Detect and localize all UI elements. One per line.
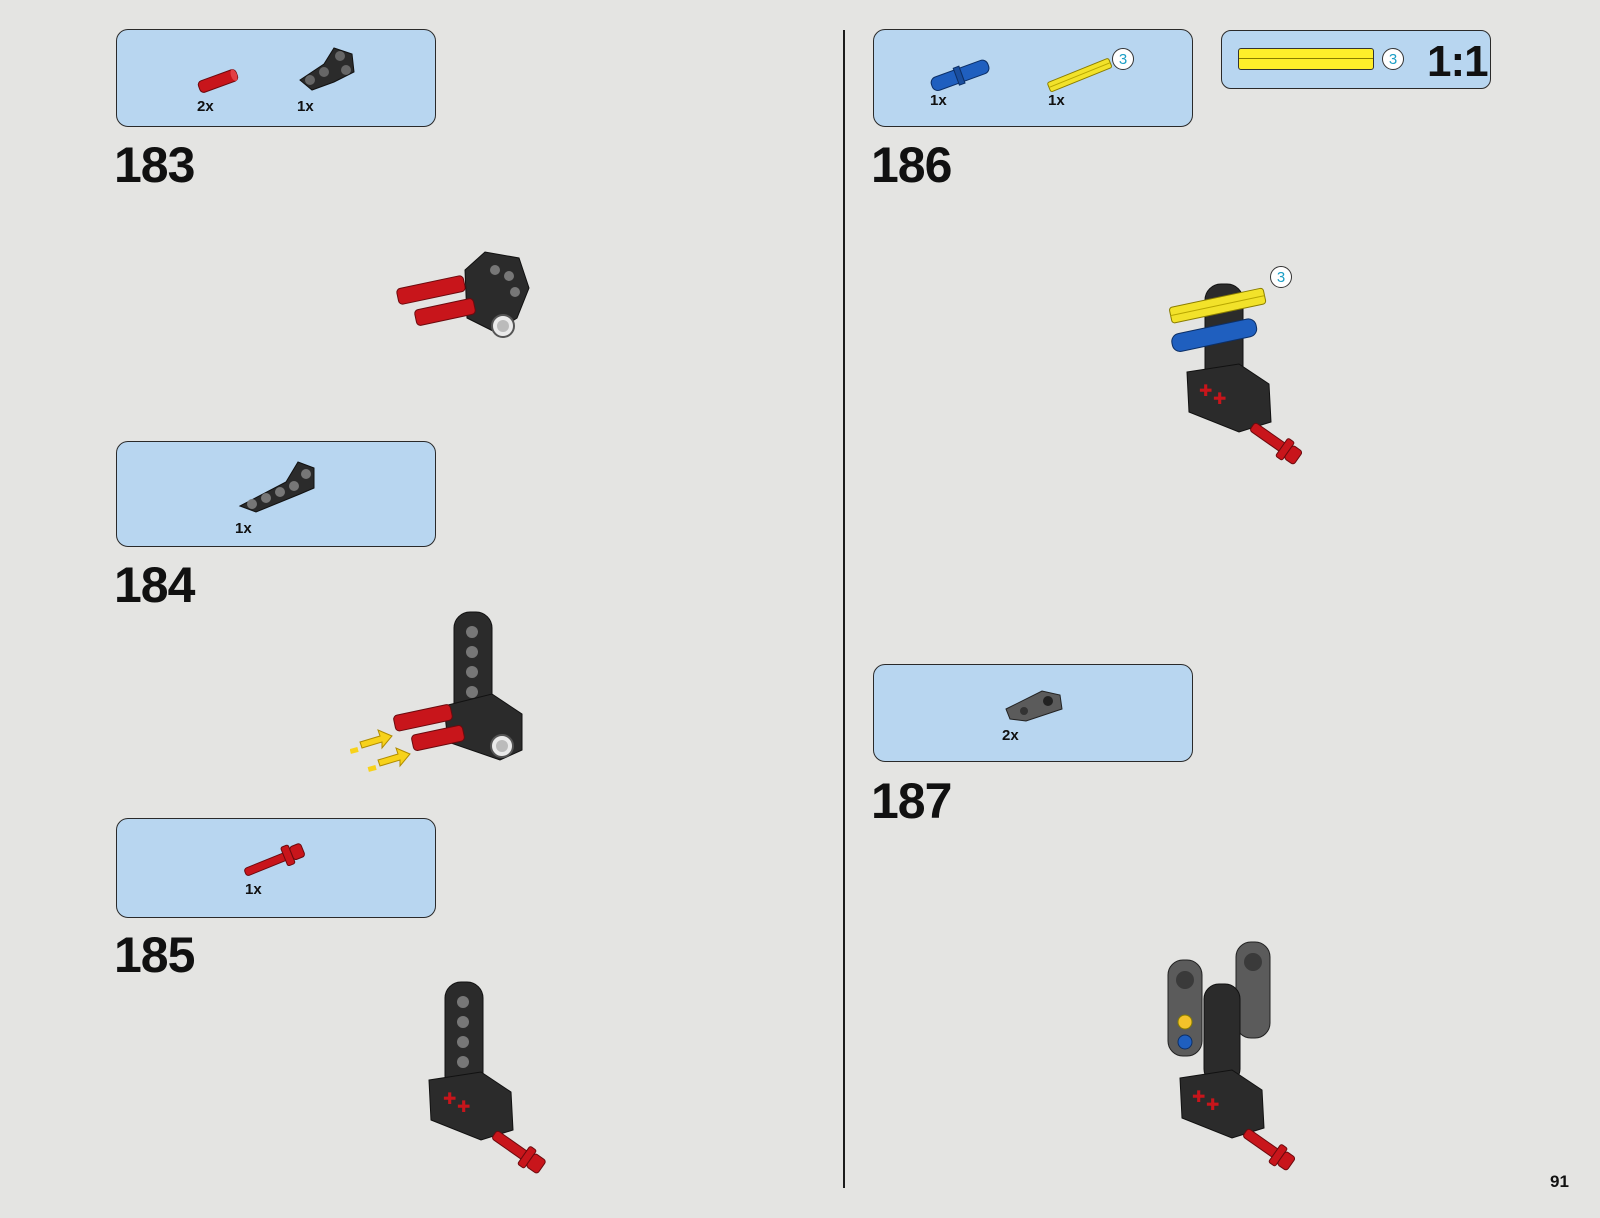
page-divider: [843, 30, 845, 1188]
parts-box-step-183: 2x 1x: [116, 29, 436, 127]
part-qty: 1x: [297, 98, 314, 115]
svg-text:✚: ✚: [1213, 389, 1226, 408]
step-186-model: ✚ ✚: [1169, 283, 1303, 465]
part-qty: 1x: [245, 881, 262, 898]
svg-text:✚: ✚: [457, 1097, 470, 1116]
step-number-186: 186: [871, 137, 952, 193]
step-186-callout: 3: [1270, 266, 1292, 288]
svg-text:✚: ✚: [1206, 1095, 1219, 1114]
part-qty: 2x: [1002, 727, 1019, 744]
black-angled-beam-icon: [299, 47, 355, 91]
svg-text:✚: ✚: [1192, 1087, 1205, 1106]
part-qty: 2x: [197, 98, 214, 115]
svg-text:✚: ✚: [1199, 381, 1212, 400]
yellow-axle-icon: [1047, 58, 1112, 92]
insert-arrow-icon: [359, 729, 393, 750]
step-183-model: [396, 251, 530, 338]
step-187-model: ✚ ✚: [1167, 941, 1296, 1171]
part-qty: 1x: [235, 520, 252, 537]
parts-box-step-186: 1x 3 1x: [873, 29, 1193, 127]
black-l-beam-icon: [238, 461, 315, 513]
blue-friction-pin-icon: [930, 59, 990, 91]
step-185-model: ✚ ✚: [428, 981, 546, 1174]
red-axle-with-stop-icon: [244, 843, 305, 876]
step-number-183: 183: [114, 137, 195, 193]
scale-axle-icon: [1238, 48, 1374, 70]
scale-label: 1:1: [1427, 37, 1489, 86]
parts-box-step-184: 1x: [116, 441, 436, 547]
grey-cross-connector-icon: [1005, 690, 1063, 722]
step-184-model: [350, 611, 523, 772]
step-number-184: 184: [114, 557, 195, 613]
part-qty: 1x: [930, 92, 947, 109]
step-number-185: 185: [114, 927, 195, 983]
step-number-187: 187: [871, 773, 952, 829]
parts-box-step-187: 2x: [873, 664, 1193, 762]
parts-box-step-185: 1x: [116, 818, 436, 918]
red-axle-pin-icon: [197, 69, 239, 93]
scale-callout: 3: [1382, 48, 1404, 70]
part-qty: 1x: [1048, 92, 1065, 109]
page-number: 91: [1550, 1172, 1569, 1191]
svg-text:✚: ✚: [443, 1089, 456, 1108]
scale-guide: 3 1:1: [1221, 30, 1491, 89]
insert-arrow-icon: [377, 747, 411, 768]
quantity-callout: 3: [1112, 48, 1134, 70]
